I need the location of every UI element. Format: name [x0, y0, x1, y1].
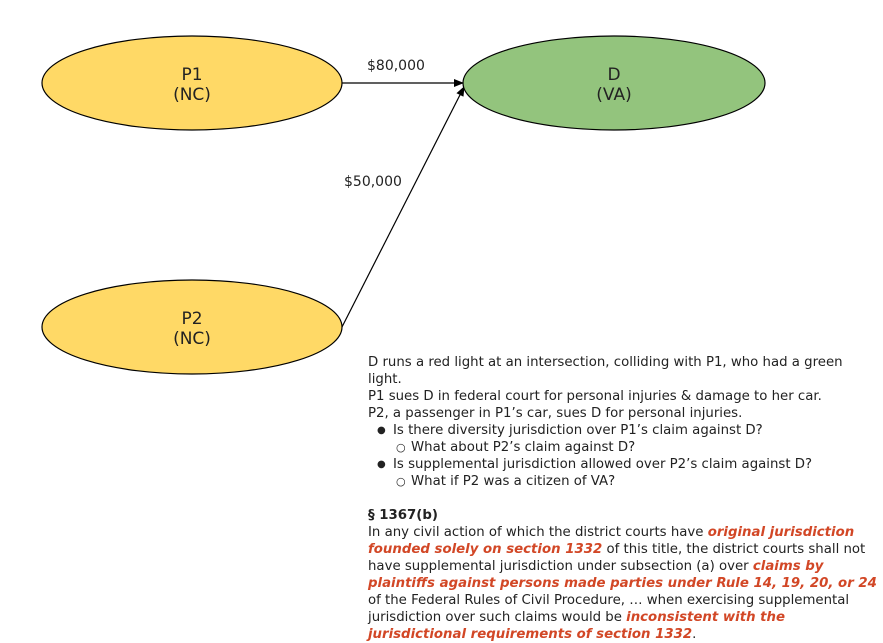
statute-text: In any civil action of which the distric… [368, 524, 880, 643]
node-p1-name: P1 [181, 65, 202, 85]
sub-question-item: What about P2’s claim against D? [368, 439, 880, 456]
edge-label-p1-d: $80,000 [367, 58, 425, 74]
fact-line: P1 sues D in federal court for personal … [368, 389, 822, 404]
node-d-state: (VA) [596, 85, 631, 105]
sub-question-item: What if P2 was a citizen of VA? [368, 473, 880, 490]
statute-heading: § 1367(b) [368, 508, 438, 523]
node-d-name: D [607, 65, 620, 85]
statute-text-part: In any civil action of which the distric… [368, 525, 708, 540]
edge-label-p2-d: $50,000 [344, 174, 402, 190]
statute-highlight: original jurisdiction founded solely on … [368, 525, 855, 557]
statute-text-part: . [692, 627, 697, 642]
node-p2-shape [41, 279, 343, 375]
node-p2-name: P2 [181, 309, 202, 329]
statute-text-part: of this title, the district courts shall… [368, 542, 866, 574]
statute-text-part: of the Federal Rules of Civil Procedure,… [368, 593, 850, 625]
edge-p2-to-d [341, 86, 465, 328]
question-item: Is there diversity jurisdiction over P1’… [368, 422, 880, 439]
statute-highlight: inconsistent with the jurisdictional req… [368, 610, 786, 642]
text-panel: D runs a red light at an intersection, c… [368, 354, 880, 643]
node-p2-state: (NC) [173, 329, 211, 349]
node-p2: P2 (NC) [41, 279, 343, 375]
fact-line: D runs a red light at an intersection, c… [368, 355, 843, 387]
node-p1: P1 (NC) [41, 35, 343, 131]
question-item: Is supplemental jurisdiction allowed ove… [368, 456, 880, 473]
question-list: Is there diversity jurisdiction over P1’… [368, 422, 880, 490]
node-p1-state: (NC) [173, 85, 211, 105]
statute-highlight: claims by plaintiffs against persons mad… [368, 559, 877, 591]
node-p1-shape [41, 35, 343, 131]
fact-line: P2, a passenger in P1’s car, sues D for … [368, 406, 743, 421]
node-d-shape [462, 35, 766, 131]
node-d: D (VA) [462, 35, 766, 131]
spacer [368, 490, 880, 507]
